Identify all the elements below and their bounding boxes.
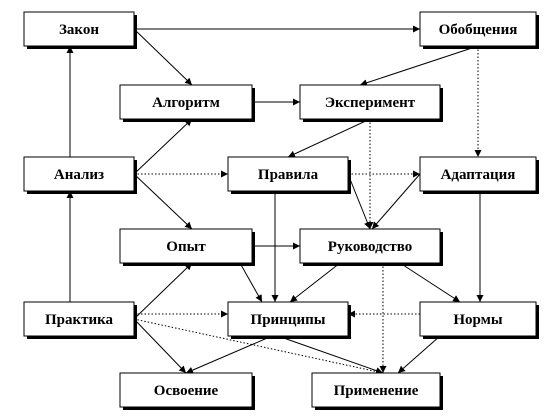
node-label-opyt: Опыт [166,239,206,255]
node-pravila: Правила [227,156,351,194]
node-box [299,84,441,120]
node-box [119,372,253,408]
edge-obobshcheniya-to-eksperiment [359,45,479,87]
node-label-praktika: Практика [45,312,114,328]
edge-printsipy-to-osvoenie [185,335,273,374]
node-obobshcheniya: Обобщения [419,11,539,49]
node-label-pravila: Правила [258,167,319,183]
node-opyt: Опыт [119,228,255,266]
edge-rukovodstvo-to-printsipy [289,262,341,303]
node-box [419,301,537,337]
node-label-analiz: Анализ [54,167,104,183]
node-normy: Нормы [419,301,539,339]
node-label-obobshcheniya: Обобщения [439,22,518,38]
node-box [227,301,349,337]
node-box [119,228,253,264]
node-box [419,156,537,192]
node-box [23,301,135,337]
edge-zakon-to-algoritm [133,28,193,86]
edge-normy-to-primenenie [397,335,441,374]
node-label-rukovodstvo: Руководство [328,239,412,255]
node-rukovodstvo: Руководство [299,228,443,266]
edge-rukovodstvo-to-normy [399,262,461,303]
node-label-algoritm: Алгоритм [152,95,220,111]
edge-praktika-to-primenenie [133,318,384,375]
edge-printsipy-to-primenenie [277,335,384,374]
node-box [119,84,253,120]
node-label-osvoenie: Освоение [154,383,219,399]
edge-praktika-to-osvoenie [133,318,187,374]
node-label-printsipy: Принципы [251,312,326,328]
edge-analiz-to-algoritm [133,118,193,175]
node-adaptatsiya: Адаптация [419,156,539,194]
node-box [419,11,537,47]
node-eksperiment: Эксперимент [299,84,443,122]
node-osvoenie: Освоение [119,372,255,410]
node-box [23,11,135,47]
node-box [227,156,349,192]
node-label-primenenie: Применение [334,383,419,399]
node-label-normy: Нормы [453,312,503,328]
node-label-eksperiment: Эксперимент [325,95,416,111]
edges-layer [66,25,484,375]
node-algoritm: Алгоритм [119,84,255,122]
node-box [311,372,441,408]
node-zakon: Закон [23,11,137,49]
node-label-zakon: Закон [59,22,99,38]
node-printsipy: Принципы [227,301,351,339]
edge-opyt-to-printsipy [239,262,263,303]
edge-pravila-to-rukovodstvo [347,173,371,230]
node-box [299,228,441,264]
node-box [23,156,135,192]
edge-eksperiment-to-pravila [287,118,371,158]
node-label-adaptatsiya: Адаптация [441,167,516,183]
node-primenenie: Применение [311,372,443,410]
edge-praktika-to-opyt [133,262,193,320]
edge-adaptatsiya-to-rukovodstvo [371,173,421,230]
node-praktika: Практика [23,301,137,339]
edge-analiz-to-opyt [133,173,193,230]
node-analiz: Анализ [23,156,137,194]
